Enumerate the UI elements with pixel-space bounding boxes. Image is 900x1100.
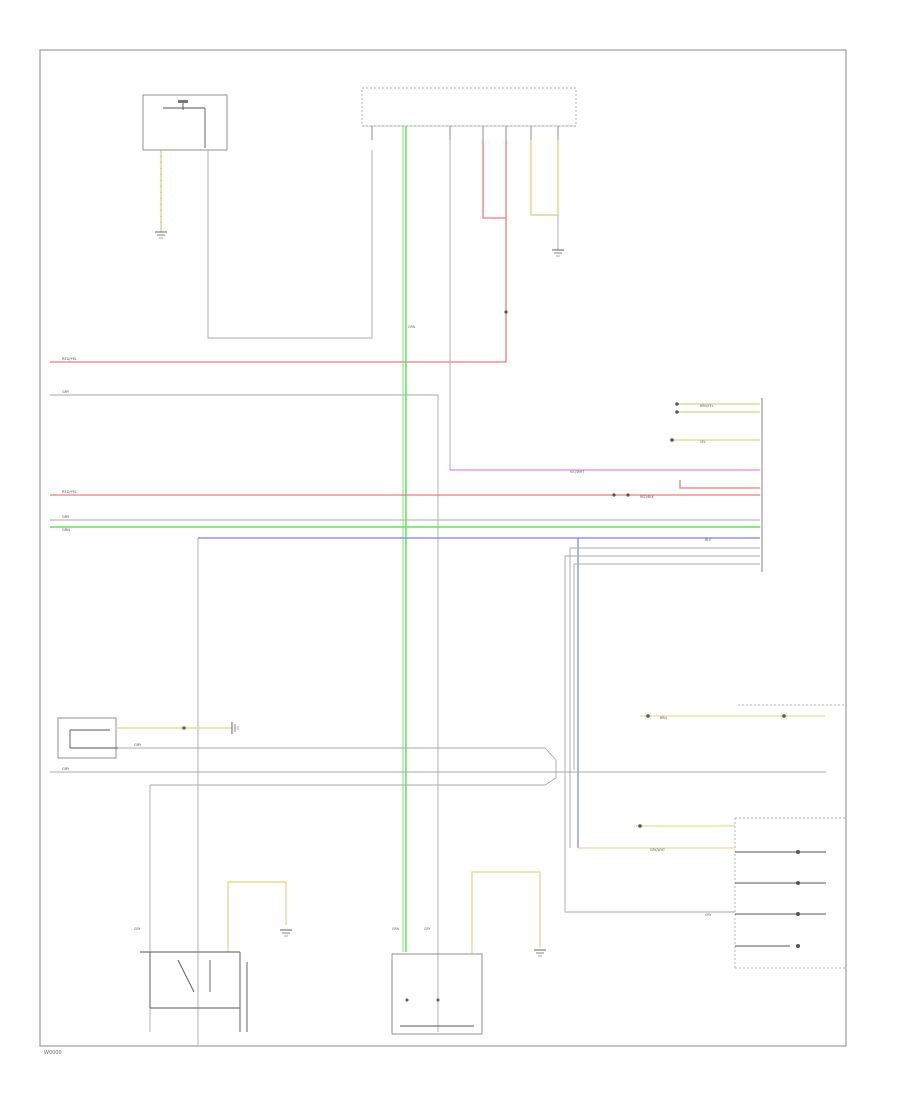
yellow-wire-code: YEL	[700, 440, 706, 444]
left-mid-ground-symbol	[231, 722, 239, 734]
module-red-loop	[482, 140, 507, 219]
right-top-stubs	[670, 402, 760, 442]
top-module-pins	[371, 126, 559, 140]
green-vertical-code: GRN	[408, 325, 416, 329]
top-control-module	[361, 87, 577, 127]
red-top-bus-code: RED/YEL	[62, 357, 77, 361]
top-module-box	[361, 87, 577, 127]
left-switch-output-wire	[207, 150, 373, 339]
gray-bottom-code-3: GRY	[705, 913, 711, 917]
gray-low-code-1: GRY	[62, 767, 70, 771]
gray-top-bus-code: GRY	[62, 390, 70, 394]
red-mid-bus-code: RED/YEL	[62, 490, 77, 494]
gray-long-wire-c	[150, 777, 557, 786]
gray-down-wire-a	[569, 547, 760, 848]
left-switch-box	[142, 94, 228, 151]
bottom-center-module-box	[391, 953, 483, 1035]
bottom-center-yellow-loop	[471, 871, 541, 954]
module-ground-symbol	[552, 249, 564, 257]
right-lower-module	[734, 817, 846, 969]
gray-down-wire-c	[573, 563, 760, 770]
gray-low-code-2: GRY	[134, 743, 142, 747]
bottom-center-module	[391, 953, 483, 1035]
module-yellow-ground-loop	[530, 140, 559, 216]
diagram-footer-code: W0000	[44, 1050, 62, 1056]
brown-wire-code: BRN	[660, 716, 667, 720]
gray-top-bus	[50, 394, 439, 1032]
left-mid-switch	[57, 717, 118, 759]
red-black-wire-code: RED/BLK	[640, 495, 655, 499]
green-bottom-code: GRN	[392, 927, 400, 931]
red-branch-wire	[679, 480, 760, 489]
bottom-left-switch	[140, 951, 248, 1032]
gray-long-wire-a	[118, 747, 557, 778]
left-switch-component	[142, 94, 228, 151]
gray-white-wire-code: GRY/WHT	[650, 848, 665, 852]
bottom-center-ground-symbol	[534, 949, 546, 957]
brown-yellow-wire-code: BRN/YEL	[700, 404, 714, 408]
violet-wire-code: VIO/WHT	[570, 470, 584, 474]
red-top-bus	[50, 358, 507, 363]
gray-mid-bus-code: GRY	[62, 515, 70, 519]
left-mid-switch-box	[57, 717, 117, 759]
bottom-left-ground-symbol	[280, 929, 292, 937]
gray-bottom-code-1: GRY	[424, 927, 430, 931]
left-ground-symbol	[155, 231, 167, 239]
green-mid-bus-code: GRN	[62, 528, 70, 532]
gray-down-wire-b	[564, 555, 760, 913]
diagram-frame	[39, 49, 847, 1047]
bottom-left-yellow-loop	[227, 881, 287, 952]
blue-wire-code: BLU	[705, 538, 712, 542]
gray-bottom-code-2: GRY	[134, 927, 140, 931]
